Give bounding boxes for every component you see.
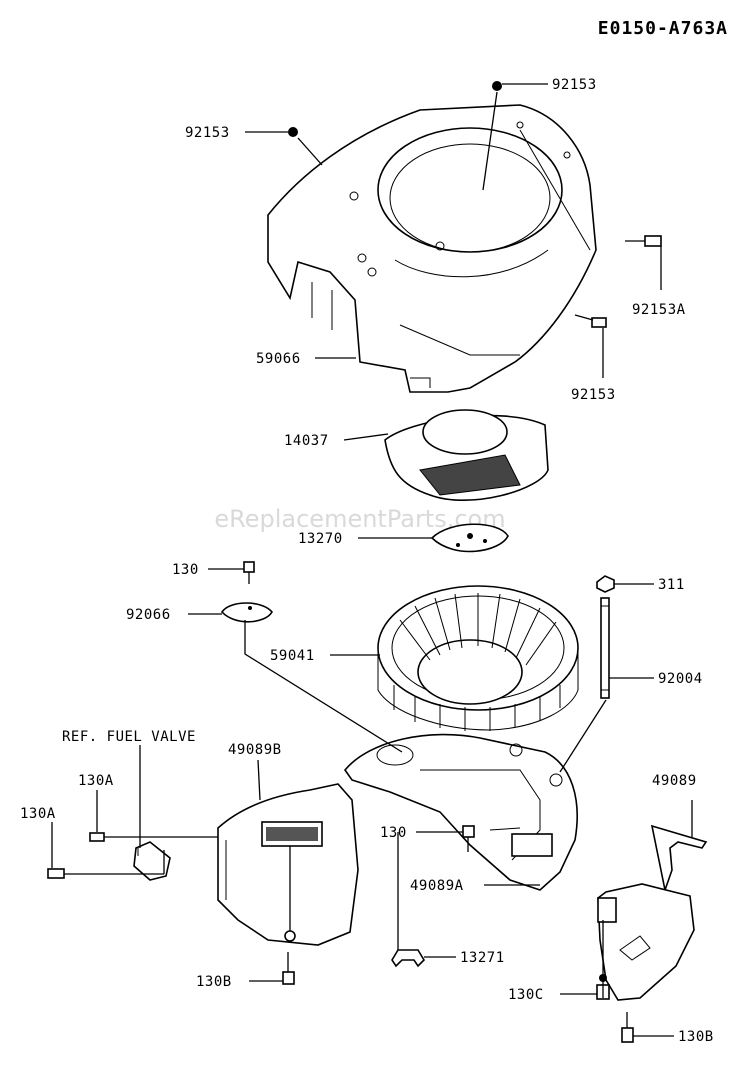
baffle-49089B[interactable] <box>217 783 359 946</box>
bolt-92153A[interactable] <box>625 235 662 247</box>
callout-92066: 92066 <box>126 607 171 623</box>
callout-130B-right: 130B <box>678 1029 714 1045</box>
callout-14037: 14037 <box>284 433 329 449</box>
fuel-valve-bracket[interactable] <box>133 841 171 881</box>
callout-92153-right: 92153 <box>571 387 616 403</box>
callout-92004: 92004 <box>658 671 703 687</box>
fan-59041[interactable] <box>377 585 579 731</box>
callout-92153-top: 92153 <box>552 77 597 93</box>
callout-92153-left: 92153 <box>185 125 230 141</box>
callout-311: 311 <box>658 577 685 593</box>
callout-59066: 59066 <box>256 351 301 367</box>
callout-13271: 13271 <box>460 950 505 966</box>
callout-130A-upper: 130A <box>78 773 114 789</box>
callout-130-middle: 130 <box>380 825 407 841</box>
fan-screen-14037[interactable] <box>384 409 549 502</box>
callout-labels: 92153 92153 92153A 92153 59066 14037 132… <box>20 77 714 1045</box>
bolt-130A-lower[interactable] <box>47 868 65 879</box>
callout-49089: 49089 <box>652 773 697 789</box>
callout-49089A: 49089A <box>410 878 464 894</box>
nut-311[interactable] <box>596 575 615 593</box>
stud-92004[interactable] <box>600 597 610 699</box>
callout-49089B: 49089B <box>228 742 282 758</box>
diagram-code: E0150-A763A <box>598 18 728 39</box>
baffle-49089A[interactable] <box>343 733 578 891</box>
screw-92153-right[interactable] <box>591 317 607 328</box>
callout-130-upper: 130 <box>172 562 199 578</box>
screw-92153-left[interactable] <box>288 127 298 137</box>
screw-92153-top[interactable] <box>492 81 502 91</box>
callout-130B-left: 130B <box>196 974 232 990</box>
callout-130A-lower: 130A <box>20 806 56 822</box>
callout-59041: 59041 <box>270 648 315 664</box>
bolt-130A-upper[interactable] <box>89 832 105 842</box>
callout-92153A: 92153A <box>632 302 686 318</box>
clip-13271[interactable] <box>391 949 426 968</box>
bolt-130B-right[interactable] <box>621 1012 634 1043</box>
leader-lines <box>51 83 693 1037</box>
callout-ref-fuel-valve: REF. FUEL VALVE <box>62 729 196 745</box>
callout-13270: 13270 <box>298 531 343 547</box>
blower-housing-59066[interactable] <box>267 104 597 393</box>
bolt-130B-left[interactable] <box>282 952 295 985</box>
callout-130C: 130C <box>508 987 544 1003</box>
baffle-49089[interactable] <box>597 824 708 1001</box>
cup-92066[interactable] <box>220 602 273 623</box>
plate-13270[interactable] <box>430 523 509 553</box>
bolt-130-upper[interactable] <box>243 561 255 584</box>
